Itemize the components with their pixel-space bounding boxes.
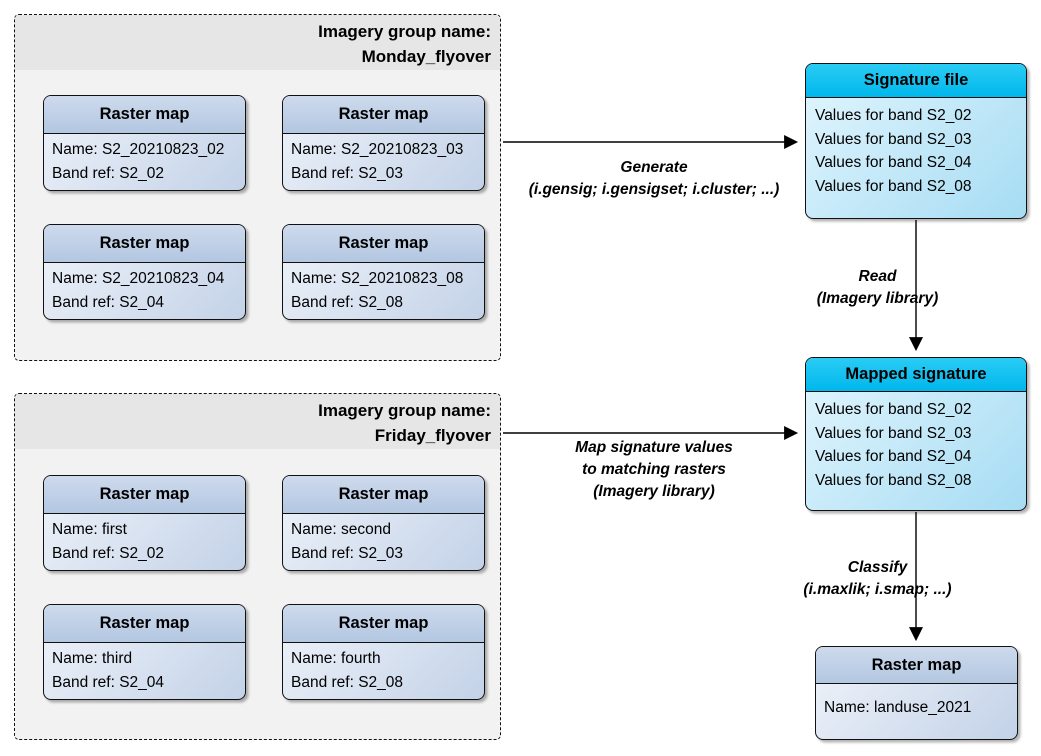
signature-value-row: Values for band S2_08 xyxy=(815,177,972,195)
raster-map-title: Raster map xyxy=(283,96,484,134)
raster-band-ref: Band ref: S2_04 xyxy=(52,674,165,691)
raster-map-body: Name: S2_20210823_04 Band ref: S2_04 xyxy=(44,263,245,319)
raster-map-body: Name: S2_20210823_08 Band ref: S2_08 xyxy=(283,263,484,319)
signature-value-row: Values for band S2_02 xyxy=(815,107,972,124)
edge-label-map-values: Map signature values to matching rasters… xyxy=(575,439,733,500)
raster-map-title: Raster map xyxy=(283,476,484,514)
raster-map-title: Raster map xyxy=(283,605,484,643)
raster-map-box: Raster map Name: fourth Band ref: S2_08 xyxy=(282,604,485,700)
raster-name: Name: S2_20210823_03 xyxy=(291,141,464,158)
raster-map-box: Raster map Name: S2_20210823_02 Band ref… xyxy=(43,95,246,191)
group-title-monday: Imagery group name: Monday_flyover xyxy=(15,15,500,70)
raster-band-ref: Band ref: S2_08 xyxy=(291,674,404,691)
raster-name: Name: S2_20210823_04 xyxy=(52,270,225,287)
signature-value-row: Values for band S2_03 xyxy=(815,130,972,148)
raster-band-ref: Band ref: S2_08 xyxy=(291,294,404,311)
raster-band-ref: Band ref: S2_02 xyxy=(52,165,165,182)
raster-map-box: Raster map Name: second Band ref: S2_03 xyxy=(282,475,485,571)
edge-label-generate: Generate (i.gensig; i.gensigset; i.clust… xyxy=(528,159,780,198)
mapped-signature-body: Values for band S2_02 Values for band S2… xyxy=(806,392,1026,496)
raster-band-ref: Band ref: S2_03 xyxy=(291,165,404,182)
raster-map-title: Raster map xyxy=(44,605,245,643)
raster-name: Name: S2_20210823_08 xyxy=(291,270,464,287)
signature-value-row: Values for band S2_02 xyxy=(815,401,972,418)
group-title-line1: Imagery group name: xyxy=(318,401,491,420)
raster-map-box: Raster map Name: S2_20210823_03 Band ref… xyxy=(282,95,485,191)
raster-map-box: Raster map Name: third Band ref: S2_04 xyxy=(43,604,246,700)
raster-map-box: Raster map Name: S2_20210823_04 Band ref… xyxy=(43,224,246,320)
raster-map-body: Name: fourth Band ref: S2_08 xyxy=(283,643,484,699)
imagery-group-monday: Imagery group name: Monday_flyover Raste… xyxy=(14,14,501,361)
raster-map-body: Name: S2_20210823_02 Band ref: S2_02 xyxy=(44,134,245,190)
raster-map-body: Name: first Band ref: S2_02 xyxy=(44,514,245,570)
output-raster-map-box: Raster map Name: landuse_2021 xyxy=(815,646,1018,740)
raster-map-title: Raster map xyxy=(816,647,1017,684)
signature-file-body: Values for band S2_02 Values for band S2… xyxy=(806,98,1026,202)
raster-band-ref: Band ref: S2_04 xyxy=(52,294,165,311)
mapped-signature-box: Mapped signature Values for band S2_02 V… xyxy=(805,357,1027,511)
group-title-line2: Friday_flyover xyxy=(374,426,491,445)
raster-band-ref: Band ref: S2_02 xyxy=(52,545,165,562)
raster-name: Name: third xyxy=(52,650,133,667)
raster-map-title: Raster map xyxy=(44,476,245,514)
edge-label-read: Read (Imagery library) xyxy=(816,268,939,307)
group-title-friday: Imagery group name: Friday_flyover xyxy=(15,394,500,449)
raster-name: Name: fourth xyxy=(291,650,381,667)
raster-map-box: Raster map Name: S2_20210823_08 Band ref… xyxy=(282,224,485,320)
signature-file-title: Signature file xyxy=(806,64,1026,98)
raster-map-body: Name: second Band ref: S2_03 xyxy=(283,514,484,570)
raster-map-body: Name: S2_20210823_03 Band ref: S2_03 xyxy=(283,134,484,190)
raster-name: Name: S2_20210823_02 xyxy=(52,141,225,158)
raster-map-box: Raster map Name: first Band ref: S2_02 xyxy=(43,475,246,571)
signature-value-row: Values for band S2_08 xyxy=(815,471,972,489)
group-title-line2: Monday_flyover xyxy=(361,47,491,66)
signature-value-row: Values for band S2_03 xyxy=(815,424,972,442)
edge-label-classify: Classify (i.maxlik; i.smap; ...) xyxy=(803,559,952,598)
raster-name: Name: landuse_2021 xyxy=(824,699,972,716)
mapped-signature-title: Mapped signature xyxy=(806,358,1026,392)
raster-map-body: Name: landuse_2021 xyxy=(816,684,1017,724)
raster-map-title: Raster map xyxy=(44,225,245,263)
raster-band-ref: Band ref: S2_03 xyxy=(291,545,404,562)
raster-name: Name: first xyxy=(52,521,127,538)
raster-name: Name: second xyxy=(291,521,391,538)
raster-map-body: Name: third Band ref: S2_04 xyxy=(44,643,245,699)
imagery-group-friday: Imagery group name: Friday_flyover Raste… xyxy=(14,393,501,740)
group-title-line1: Imagery group name: xyxy=(318,22,491,41)
raster-map-title: Raster map xyxy=(283,225,484,263)
signature-value-row: Values for band S2_04 xyxy=(815,154,972,171)
raster-map-title: Raster map xyxy=(44,96,245,134)
signature-value-row: Values for band S2_04 xyxy=(815,448,972,465)
signature-file-box: Signature file Values for band S2_02 Val… xyxy=(805,63,1027,219)
